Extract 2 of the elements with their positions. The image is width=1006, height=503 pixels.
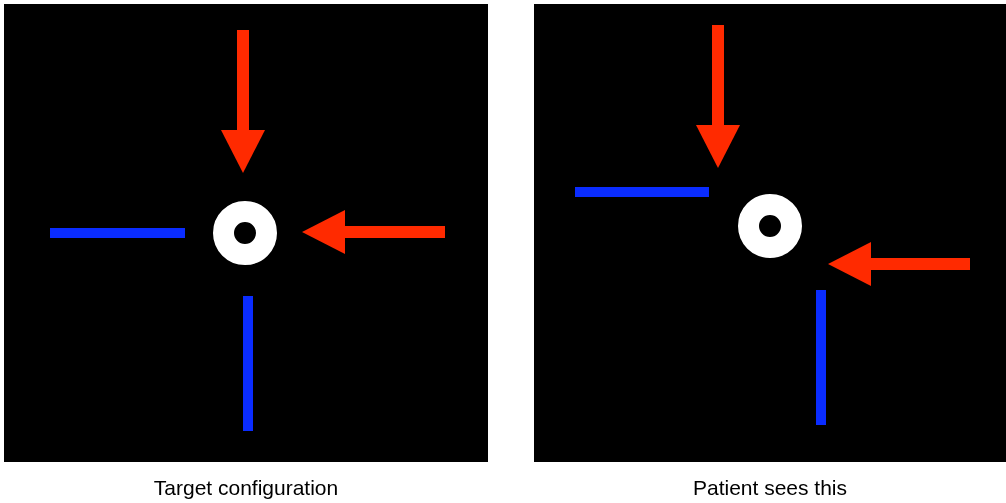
caption: Target configuration: [153, 476, 339, 500]
caption: Patient sees this: [692, 476, 848, 500]
